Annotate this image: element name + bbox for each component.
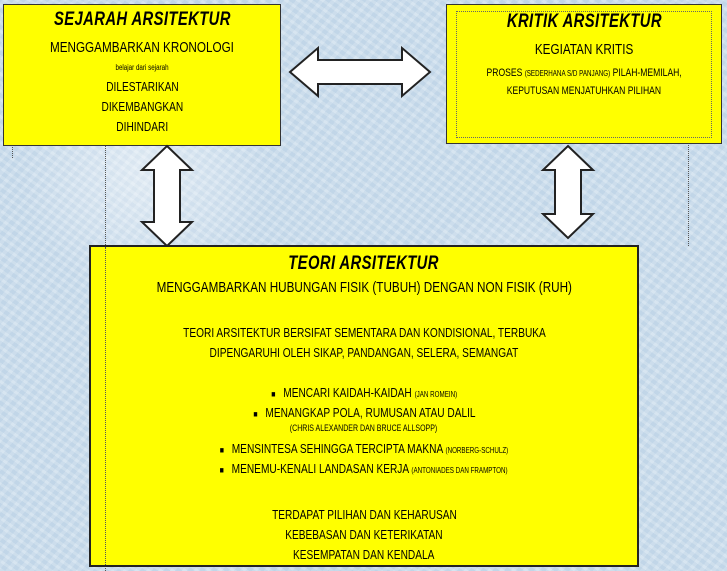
kritik-subtitle: KEGIATAN KRITIS xyxy=(534,41,634,58)
teori-title: TEORI ARSITEKTUR xyxy=(288,253,440,274)
kritik-line1-b: PILAH-MEMILAH, xyxy=(612,67,682,79)
kritik-line1-small: (SEDERHANA S/D PANJANG) xyxy=(524,69,611,78)
teori-closing: TERDAPAT PILIHAN DAN KEHARUSAN xyxy=(271,507,457,522)
kritik-line2: KEPUTUSAN MENJATUHKAN PILIHAN xyxy=(506,85,662,97)
teori-bullet-source: (NORBERG-SCHULZ) xyxy=(445,446,509,455)
sejarah-box: SEJARAH ARSITEKTUR MENGGAMBARKAN KRONOLO… xyxy=(3,4,281,146)
teori-closing: KESEMPATAN DAN KENDALA xyxy=(293,547,435,562)
sejarah-item: DIKEMBANGKAN xyxy=(101,99,183,114)
kritik-line1-a: PROSES xyxy=(486,67,523,79)
teori-subtitle: MENGGAMBARKAN HUBUNGAN FISIK (TUBUH) DEN… xyxy=(156,279,572,296)
teori-bullet-source: (CHRIS ALEXANDER DAN BRUCE ALLSOPP) xyxy=(290,423,438,433)
sejarah-item: DIHINDARI xyxy=(116,119,168,134)
guide-line-teori-inner xyxy=(105,247,106,565)
sejarah-title: SEJARAH ARSITEKTUR xyxy=(53,9,231,30)
teori-bullet-source: (JAN ROMEIN) xyxy=(414,390,457,399)
teori-bullet-source: (ANTONIADES DAN FRAMPTON) xyxy=(411,466,508,475)
teori-box: TEORI ARSITEKTUR MENGGAMBARKAN HUBUNGAN … xyxy=(89,245,639,567)
teori-bullet: MENEMU-KENALI LANDASAN KERJA xyxy=(232,461,409,476)
sejarah-subtitle: MENGGAMBARKAN KRONOLOGI xyxy=(50,39,234,56)
sejarah-item: DILESTARIKAN xyxy=(105,79,179,94)
teori-bullet: MENCARI KAIDAH-KAIDAH xyxy=(283,385,412,400)
kritik-box: KRITIK ARSITEKTUR KEGIATAN KRITIS PROSES… xyxy=(446,4,722,144)
kritik-inner-frame xyxy=(456,11,712,138)
teori-paragraph: TEORI ARSITEKTUR BERSIFAT SEMENTARA DAN … xyxy=(182,325,546,340)
teori-paragraph: DIPENGARUHI OLEH SIKAP, PANDANGAN, SELER… xyxy=(209,345,519,360)
teori-closing: KEBEBASAN DAN KETERIKATAN xyxy=(285,527,443,542)
kritik-title: KRITIK ARSITEKTUR xyxy=(506,11,662,32)
teori-bullet: MENSINTESA SEHINGGA TERCIPTA MAKNA xyxy=(231,441,443,456)
sejarah-small-note: belajar dari sejarah xyxy=(115,63,169,72)
teori-bullet: MENANGKAP POLA, RUMUSAN ATAU DALIL xyxy=(264,405,476,420)
